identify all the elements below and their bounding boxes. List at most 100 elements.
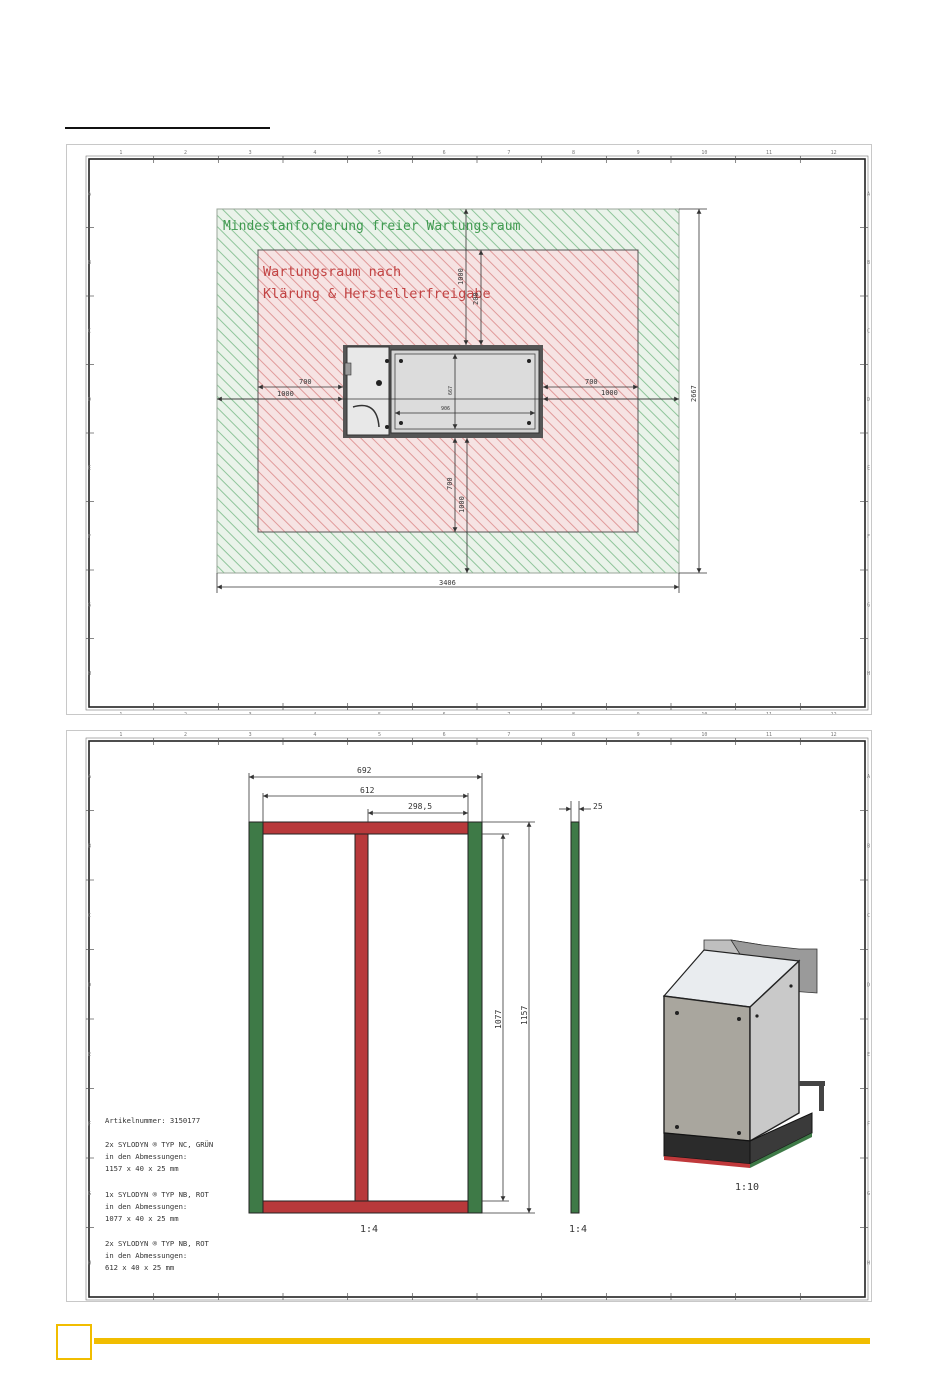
- dim-thickness-25: 25: [593, 802, 603, 811]
- dim-inner-width: 906: [441, 406, 450, 412]
- note-item3-line2: in den Abmessungen:: [105, 1251, 187, 1260]
- grid-column-label: 11: [766, 712, 772, 714]
- grid-row-label: E: [867, 1052, 870, 1058]
- dim-bottom-700: 700: [446, 477, 454, 490]
- note-item3-line1: 2x SYLODYN ® TYP NB, ROT: [105, 1239, 210, 1248]
- grid-row-label: C: [867, 328, 870, 334]
- grid-row-label: B: [867, 843, 870, 849]
- grid-column-label: 10: [701, 150, 707, 156]
- grid-row-label: F: [867, 1121, 870, 1127]
- grid-row-label: F: [88, 1121, 91, 1127]
- dim-top-1000: 1000: [457, 268, 465, 285]
- note-item2-line1: 1x SYLODYN ® TYP NB, ROT: [105, 1190, 210, 1199]
- grid-row-label: D: [88, 397, 91, 403]
- dim-left-1000: 1000: [277, 390, 294, 398]
- grid-row-label: C: [867, 913, 870, 919]
- grid-row-label: G: [88, 1191, 91, 1197]
- grid-row-label: B: [88, 843, 91, 849]
- grid-column-label: 3: [249, 732, 252, 738]
- grid-row-label: D: [867, 397, 870, 403]
- dimension-lines: [248, 773, 591, 1214]
- grid-row-label: F: [88, 534, 91, 540]
- grid-row-label: C: [88, 328, 91, 334]
- grid-column-label: 7: [507, 712, 510, 714]
- grid-row-label: G: [88, 602, 91, 608]
- grid-column-label: 6: [443, 712, 446, 714]
- title-underline: [65, 127, 270, 129]
- grid-column-label: 1: [119, 732, 122, 738]
- grid-column-label: 1: [119, 150, 122, 156]
- note-item2-line3: 1077 x 40 x 25 mm: [105, 1214, 179, 1223]
- dim-right-1000: 1000: [601, 389, 618, 397]
- dim-width-298-5: 298,5: [408, 802, 432, 811]
- grid-column-label: 11: [766, 732, 772, 738]
- dim-width-612: 612: [360, 786, 375, 795]
- grid-column-label: 2: [184, 732, 187, 738]
- grid-row-label: A: [88, 191, 91, 197]
- sheet-grid-border: 112233445566778899101011111212AABBCCDDEE…: [85, 150, 870, 714]
- grid-column-label: 8: [572, 712, 575, 714]
- grid-column-label: 9: [637, 732, 640, 738]
- grid-column-label: 3: [249, 712, 252, 714]
- dim-inner-height: 667: [448, 386, 454, 395]
- grid-column-label: 2: [184, 712, 187, 714]
- grid-column-label: 7: [507, 732, 510, 738]
- grid-column-label: 4: [313, 150, 316, 156]
- grid-column-label: 8: [572, 732, 575, 738]
- red-zone-label-line2: Klärung & Herstellerfreigabe: [263, 286, 491, 302]
- grid-row-label: E: [867, 465, 870, 471]
- grid-column-label: 10: [701, 712, 707, 714]
- grid-row-label: H: [88, 671, 91, 677]
- grid-row-label: F: [867, 534, 870, 540]
- dimension-lines: [216, 208, 707, 593]
- maintenance-space-drawing: 112233445566778899101011111212AABBCCDDEE…: [85, 150, 870, 714]
- grid-column-label: 5: [378, 150, 381, 156]
- grid-row-label: H: [88, 1260, 91, 1266]
- unit-top-view: [343, 345, 543, 438]
- grid-column-label: 11: [766, 150, 772, 156]
- dim-bottom-1000: 1000: [458, 496, 466, 513]
- dim-total-height: 2667: [690, 385, 698, 402]
- grid-row-label: B: [867, 260, 870, 266]
- grid-row-label: H: [867, 1260, 870, 1266]
- grid-column-label: 10: [701, 732, 707, 738]
- dim-total-width: 3406: [439, 579, 456, 587]
- note-item1-line1: 2x SYLODYN ® TYP NC, GRÜN: [105, 1140, 213, 1149]
- grid-row-label: A: [88, 774, 91, 780]
- grid-row-label: E: [88, 1052, 91, 1058]
- base-frame-drawing: 112233445566778899101011111212AABBCCDDEE…: [85, 732, 870, 1301]
- grid-column-label: 12: [831, 732, 837, 738]
- red-zone-label-line1: Wartungsraum nach: [263, 264, 401, 280]
- grid-row-label: B: [88, 260, 91, 266]
- dim-left-700: 700: [299, 378, 312, 386]
- grid-row-label: H: [867, 671, 870, 677]
- grid-column-label: 5: [378, 712, 381, 714]
- dim-top-200: 200: [472, 292, 480, 305]
- scale-iso: 1:10: [735, 1182, 759, 1193]
- note-item2-line2: in den Abmessungen:: [105, 1202, 187, 1211]
- grid-column-label: 8: [572, 150, 575, 156]
- grid-row-label: C: [88, 913, 91, 919]
- grid-row-label: D: [88, 982, 91, 988]
- frame-front-view: [248, 821, 483, 1214]
- grid-column-label: 5: [378, 732, 381, 738]
- dim-height-1157: 1157: [520, 1006, 529, 1025]
- note-item3-line3: 612 x 40 x 25 mm: [105, 1263, 174, 1272]
- grid-column-label: 2: [184, 150, 187, 156]
- grid-row-label: A: [867, 191, 870, 197]
- note-item1-line3: 1157 x 40 x 25 mm: [105, 1164, 179, 1173]
- dim-right-700: 700: [585, 378, 598, 386]
- note-article-number: Artikelnummer: 3150177: [105, 1116, 200, 1125]
- grid-column-label: 12: [831, 150, 837, 156]
- footer-accent-line: [94, 1338, 870, 1344]
- green-zone-label: Mindestanforderung freier Wartungsraum: [223, 219, 521, 234]
- sheet-grid-border: 112233445566778899101011111212AABBCCDDEE…: [85, 732, 870, 1301]
- dim-width-692: 692: [357, 766, 372, 775]
- grid-row-label: G: [867, 602, 870, 608]
- unit-isometric-view: [662, 939, 825, 1168]
- grid-column-label: 6: [443, 732, 446, 738]
- drawing-sheet-base-frame: 112233445566778899101011111212AABBCCDDEE…: [66, 730, 872, 1302]
- grid-row-label: G: [867, 1191, 870, 1197]
- grid-column-label: 6: [443, 150, 446, 156]
- grid-column-label: 12: [831, 712, 837, 714]
